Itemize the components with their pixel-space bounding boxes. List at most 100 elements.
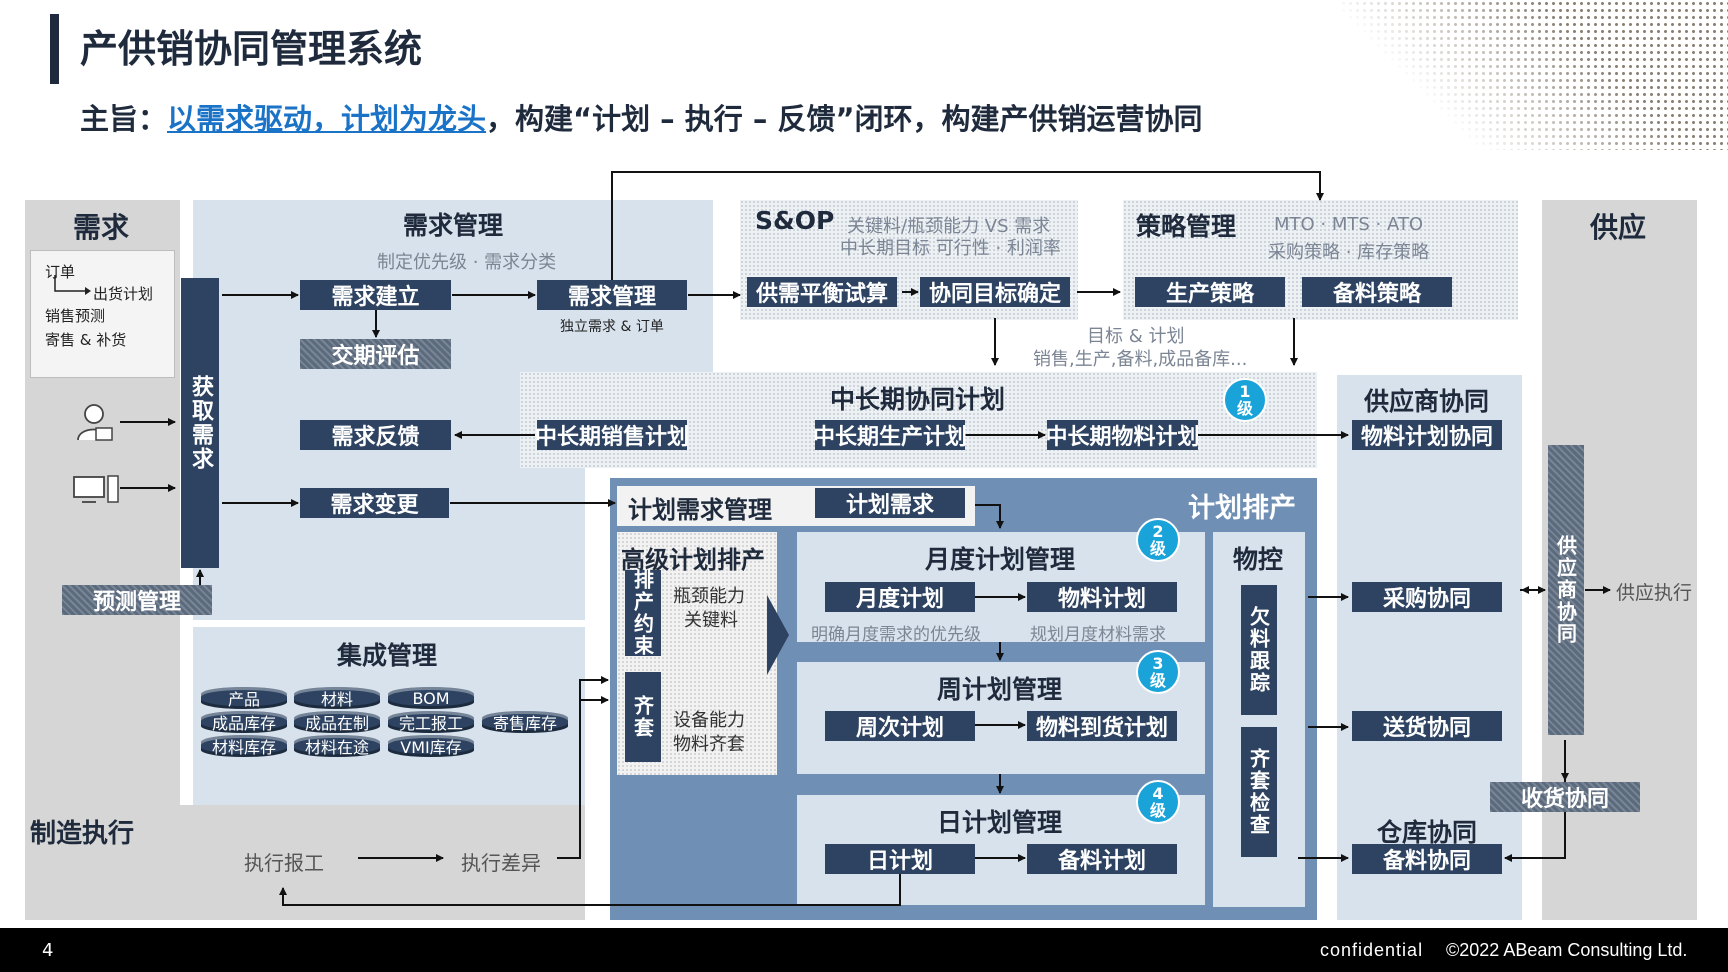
subtitle-highlight: 以需求驱动，计划为龙头 bbox=[167, 102, 487, 136]
aps-header: 高级计划排产 bbox=[621, 546, 765, 574]
goal-note-2: 销售,生产,备料,成品备库... bbox=[1033, 349, 1248, 370]
demand-feedback-box[interactable]: 需求反馈 bbox=[300, 420, 451, 450]
demand-establish-box[interactable]: 需求建立 bbox=[300, 280, 451, 310]
plan-demand-box[interactable]: 计划需求 bbox=[815, 488, 965, 518]
aps-arrow-shape bbox=[767, 595, 789, 675]
badge-num: 3 bbox=[1152, 654, 1164, 673]
badge-num: 2 bbox=[1152, 522, 1164, 541]
material-strategy-box[interactable]: 备料策略 bbox=[1302, 277, 1452, 307]
supply-column-header: 供应 bbox=[1590, 211, 1647, 244]
db-finished-stock: 成品库存 bbox=[201, 711, 287, 733]
acquire-demand-box[interactable]: 获取需求 bbox=[181, 278, 219, 568]
db-material: 材料 bbox=[294, 687, 380, 709]
db-bom: BOM bbox=[388, 687, 474, 709]
material-control-header: 物控 bbox=[1233, 545, 1284, 574]
monthly-material-box[interactable]: 物料计划 bbox=[1027, 582, 1177, 612]
forecast-management-box[interactable]: 预测管理 bbox=[62, 585, 212, 615]
kitting-note-2: 物料齐套 bbox=[673, 734, 745, 755]
purchase-collab-box[interactable]: 采购协同 bbox=[1352, 582, 1502, 612]
midlong-production-box[interactable]: 中长期生产计划 bbox=[813, 420, 967, 450]
supplier-collab-bg bbox=[1337, 375, 1522, 920]
badge-text: 级 bbox=[1149, 801, 1166, 820]
strategy-note-2: 采购策略 · 库存策略 bbox=[1268, 242, 1430, 263]
delivery-evaluation-box[interactable]: 交期评估 bbox=[300, 339, 451, 369]
midlong-material-box[interactable]: 中长期物料计划 bbox=[1046, 420, 1200, 450]
list-item-shipment-plan: 出货计划 bbox=[93, 285, 154, 303]
receiving-collab-box[interactable]: 收货协同 bbox=[1490, 782, 1640, 812]
weekly-material-arrival-box[interactable]: 物料到货计划 bbox=[1027, 711, 1177, 741]
supplier-collab-vertical-box[interactable]: 供应商协同 bbox=[1548, 445, 1584, 735]
execution-report-label: 执行报工 bbox=[244, 851, 324, 875]
demand-change-box[interactable]: 需求变更 bbox=[300, 488, 449, 518]
footer-page-number: 4 bbox=[42, 940, 54, 961]
execution-diff-label: 执行差异 bbox=[461, 851, 541, 875]
weekly-plan-box[interactable]: 周次计划 bbox=[825, 711, 975, 741]
page-title: 产供销协同管理系统 bbox=[80, 27, 423, 71]
supplier-collab-header: 供应商协同 bbox=[1364, 387, 1490, 416]
material-prep-collab-box[interactable]: 备料协同 bbox=[1352, 844, 1502, 874]
shortage-tracking-box[interactable]: 欠料跟踪 bbox=[1241, 585, 1277, 715]
subtitle: 主旨：以需求驱动，计划为龙头，构建“计划 – 执行 – 反馈”闭环，构建产供销运… bbox=[80, 96, 1203, 138]
subtitle-rest: ，构建“计划 – 执行 – 反馈”闭环，构建产供销运营协同 bbox=[486, 102, 1203, 136]
demand-manage-box[interactable]: 需求管理 bbox=[537, 280, 687, 310]
sop-note-1: 关键料/瓶颈能力 VS 需求 bbox=[847, 216, 1051, 237]
midlong-sales-box[interactable]: 中长期销售计划 bbox=[535, 420, 689, 450]
subtitle-prefix: 主旨： bbox=[80, 102, 168, 136]
planning-header: 计划排产 bbox=[1188, 493, 1296, 524]
footer-bar bbox=[0, 928, 1728, 972]
weekly-header: 周计划管理 bbox=[937, 675, 1063, 704]
kitting-note-1: 设备能力 bbox=[673, 710, 745, 731]
list-item-sales-forecast: 销售预测 bbox=[45, 307, 106, 325]
hook-arrow-icon bbox=[54, 275, 91, 295]
collab-target-box[interactable]: 协同目标确定 bbox=[920, 277, 1070, 307]
monthly-plan-box[interactable]: 月度计划 bbox=[825, 582, 975, 612]
constraint-box[interactable]: 排产约束 bbox=[625, 569, 661, 657]
sop-header: S&OP bbox=[755, 206, 835, 235]
constraint-note-2: 关键料 bbox=[684, 610, 738, 631]
kit-check-box[interactable]: 齐套检查 bbox=[1241, 727, 1277, 857]
monthly-note-1: 明确月度需求的优先级 bbox=[811, 625, 981, 645]
footer-confidential: confidential bbox=[1320, 940, 1424, 960]
footer-copyright: ©2022 ABeam Consulting Ltd. bbox=[1446, 940, 1688, 960]
daily-plan-box[interactable]: 日计划 bbox=[825, 844, 975, 874]
supply-demand-balance-box[interactable]: 供需平衡试算 bbox=[747, 277, 897, 307]
delivery-collab-box[interactable]: 送货协同 bbox=[1352, 711, 1502, 741]
integration-header: 集成管理 bbox=[337, 641, 438, 670]
daily-material-prep-box[interactable]: 备料计划 bbox=[1027, 844, 1177, 874]
computer-icon bbox=[72, 474, 120, 512]
db-material-in-transit: 材料在途 bbox=[294, 735, 380, 757]
supply-execution-label: 供应执行 bbox=[1616, 582, 1693, 604]
sop-note-2: 中长期目标 可行性 · 利润率 bbox=[840, 238, 1061, 259]
db-vmi-stock: VMI库存 bbox=[388, 735, 474, 757]
dot-pattern-decoration bbox=[1340, 0, 1728, 150]
production-strategy-box[interactable]: 生产策略 bbox=[1135, 277, 1285, 307]
demand-source-list: 订单 出货计划 销售预测 寄售 & 补货 bbox=[30, 250, 175, 378]
material-plan-collab-box[interactable]: 物料计划协同 bbox=[1352, 420, 1502, 450]
badge-num: 1 bbox=[1239, 382, 1251, 401]
badge-text: 级 bbox=[1236, 399, 1253, 418]
db-material-stock: 材料库存 bbox=[201, 735, 287, 757]
badge-text: 级 bbox=[1149, 539, 1166, 558]
kitting-box[interactable]: 齐套 bbox=[625, 672, 661, 762]
title-bar-accent bbox=[50, 14, 59, 84]
db-consignment-stock: 寄售库存 bbox=[482, 711, 568, 733]
db-completion-report: 完工报工 bbox=[388, 711, 474, 733]
strategy-note-1: MTO · MTS · ATO bbox=[1274, 214, 1424, 235]
demand-management-sub: 制定优先级 · 需求分类 bbox=[377, 252, 557, 273]
monthly-header: 月度计划管理 bbox=[925, 545, 1076, 574]
manufacturing-header: 制造执行 bbox=[30, 819, 135, 849]
monthly-note-2: 规划月度材料需求 bbox=[1030, 625, 1166, 645]
warehouse-collab-header: 仓库协同 bbox=[1377, 818, 1478, 847]
demand-column-header: 需求 bbox=[73, 211, 130, 244]
strategy-header: 策略管理 bbox=[1136, 212, 1237, 241]
constraint-note-1: 瓶颈能力 bbox=[673, 586, 745, 607]
midlong-header: 中长期协同计划 bbox=[830, 385, 1006, 414]
list-item-order: 订单 bbox=[45, 263, 76, 281]
badge-text: 级 bbox=[1149, 671, 1166, 690]
demand-management-header: 需求管理 bbox=[403, 211, 504, 240]
db-finished-wip: 成品在制 bbox=[294, 711, 380, 733]
